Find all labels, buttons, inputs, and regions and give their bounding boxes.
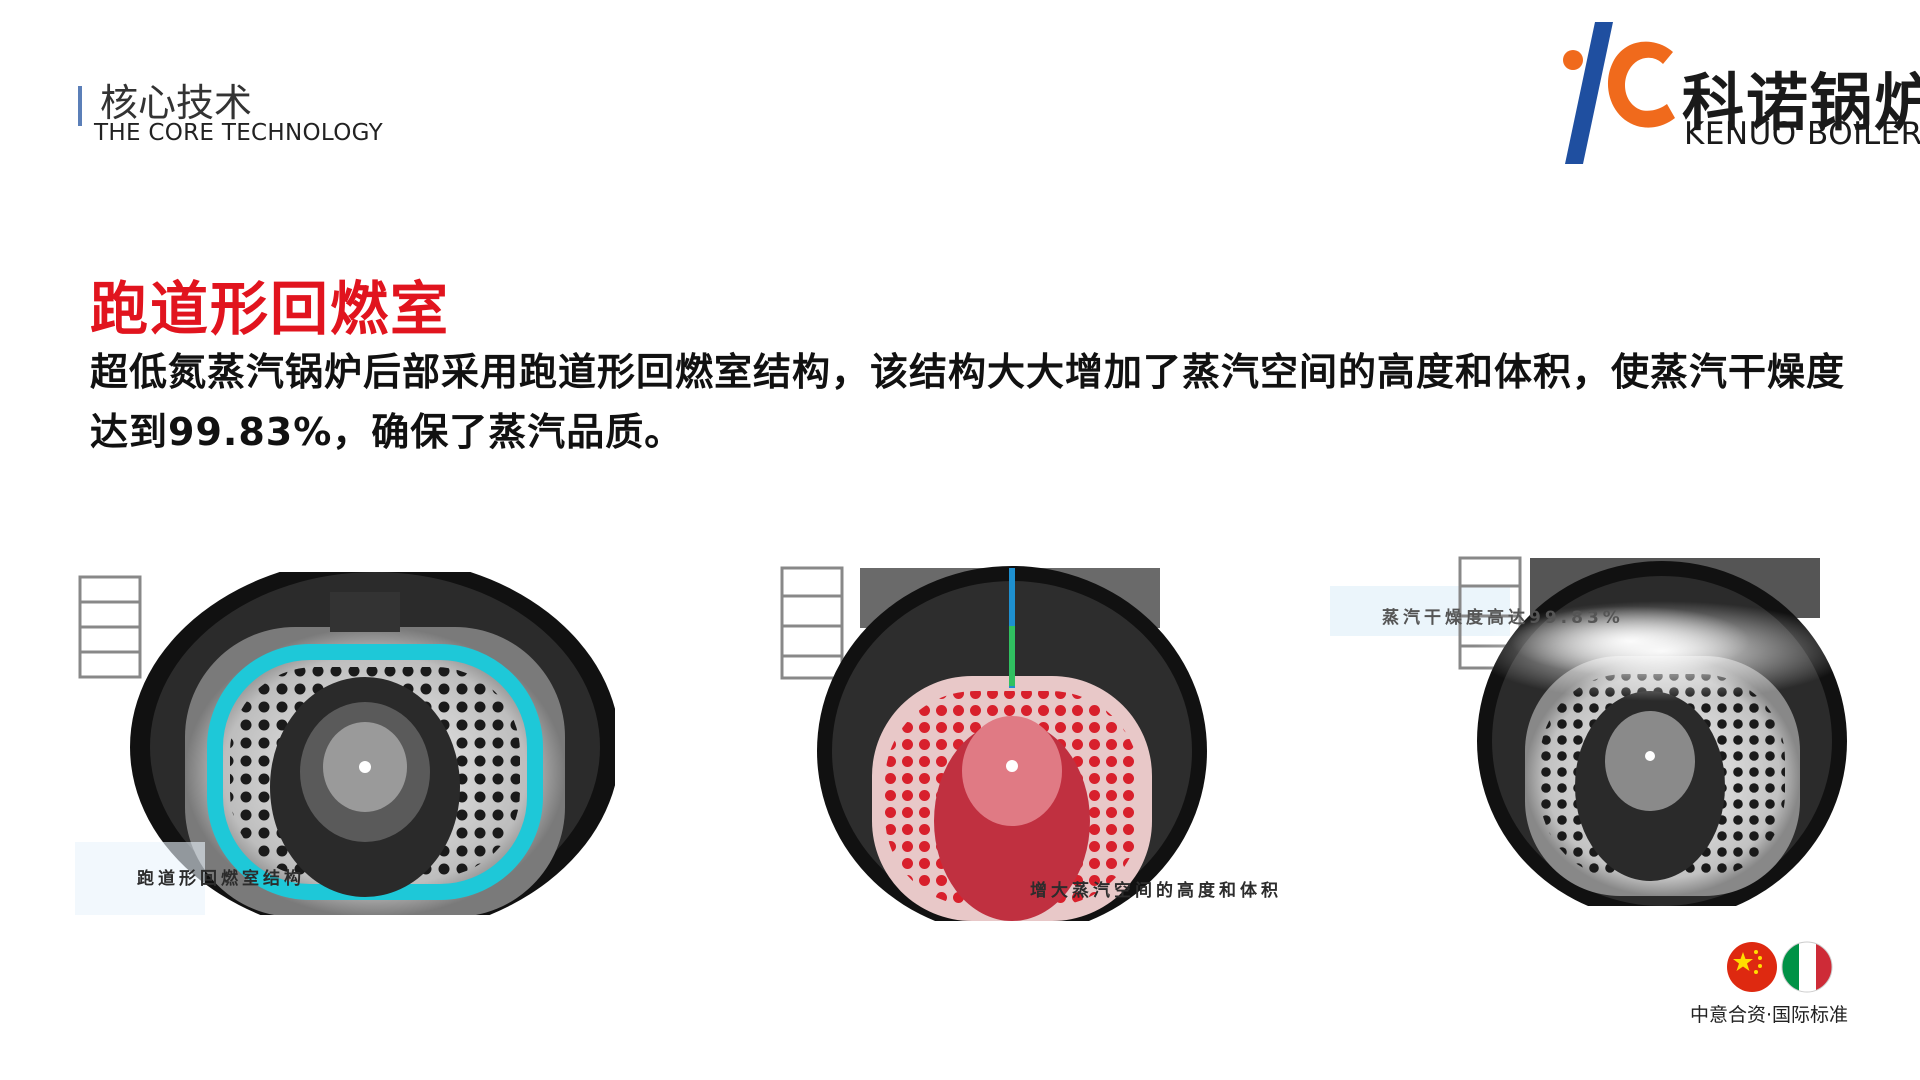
company-logo: 科诺锅炉 KENUO BOILER <box>1555 22 1920 164</box>
image-caption-3: 蒸汽干燥度高达99.83% <box>1382 608 1624 628</box>
logo-name-cn: 科诺锅炉 <box>1682 66 1920 139</box>
china-italy-flags-icon <box>1727 941 1833 993</box>
joint-venture-text: 中意合资·国际标准 <box>1690 1004 1849 1026</box>
kc-logo-mark-icon <box>1563 22 1675 164</box>
joint-venture-badge <box>1725 940 1835 995</box>
feature-description: 超低氮蒸汽锅炉后部采用跑道形回燃室结构，该结构大大增加了蒸汽空间的高度和体积，使… <box>90 350 1846 454</box>
section-title-en: THE CORE TECHNOLOGY <box>94 120 383 146</box>
boiler-image-2: 增大蒸汽空间的高度和体积 <box>780 566 1300 921</box>
boiler-cutaway-cyan-illustration <box>75 572 615 915</box>
section-accent-bar <box>78 86 82 126</box>
boiler-cutaway-red-illustration <box>780 566 1300 921</box>
boiler-image-1: 跑道形回燃室结构 <box>75 572 615 915</box>
image-caption-2: 增大蒸汽空间的高度和体积 <box>1030 881 1282 901</box>
feature-headline: 跑道形回燃室 <box>90 275 451 343</box>
image-caption-1: 跑道形回燃室结构 <box>137 869 305 889</box>
boiler-image-3: 蒸汽干燥度高达99.83% <box>1330 556 1850 906</box>
logo-name-en: KENUO BOILER <box>1684 116 1920 152</box>
section-title-cn: 核心技术 <box>100 81 253 125</box>
boiler-cutaway-steam-illustration <box>1330 556 1850 906</box>
